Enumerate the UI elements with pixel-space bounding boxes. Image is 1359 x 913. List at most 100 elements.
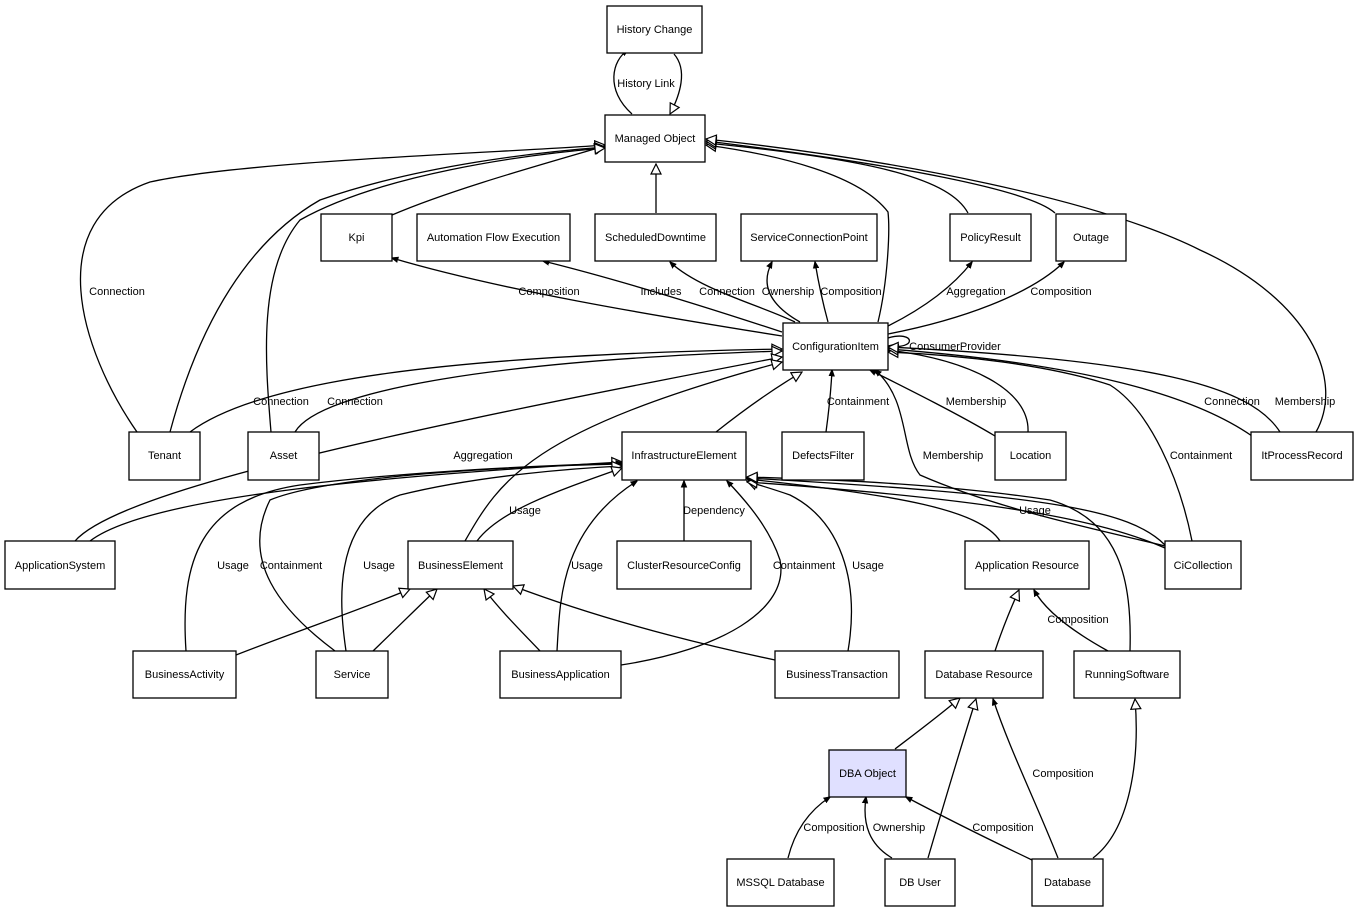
node-label: PolicyResult [960, 232, 1021, 244]
edge-service-be [372, 589, 437, 652]
edge-ci-policy-result-aggregation [887, 262, 972, 327]
node-label: MSSQL Database [736, 877, 824, 889]
edge-label-membership: Membership [1275, 396, 1336, 408]
node-label: ServiceConnectionPoint [750, 232, 867, 244]
edge-ci-collection-ci-membership [875, 370, 1166, 547]
edge-label-membership: Membership [946, 396, 1007, 408]
edge-business-element-ie-usage [476, 468, 622, 542]
node-label: DBA Object [839, 768, 896, 780]
node-policy-result[interactable]: PolicyResult [949, 213, 1032, 262]
edge-asset-to-managed-object [265, 148, 605, 433]
edge-location-ci [888, 350, 1029, 433]
node-business-application[interactable]: BusinessApplication [499, 650, 622, 699]
edge-business-transaction-ie-usage [747, 481, 852, 652]
edge-business-application-ie-containment [620, 481, 782, 666]
node-application-system[interactable]: ApplicationSystem [4, 540, 116, 590]
edge-service-ie-containment [259, 464, 622, 652]
node-label: Database Resource [935, 669, 1032, 681]
node-application-resource[interactable]: Application Resource [964, 540, 1090, 590]
edge-label-containment: Containment [260, 560, 322, 572]
edge-it-process-record-to-managed-object [706, 139, 1327, 433]
edge-label-includes: Includes [641, 286, 682, 298]
edge-tenant-to-managed-object-connection [79, 145, 605, 433]
node-db-user[interactable]: DB User [884, 858, 956, 907]
edge-label-history-link: History Link [617, 78, 675, 90]
node-label: Kpi [349, 232, 365, 244]
node-managed-object[interactable]: Managed Object [604, 114, 706, 163]
node-history-change[interactable]: History Change [606, 5, 703, 54]
edge-label-ownership: Ownership [762, 286, 815, 298]
node-configuration-item[interactable]: ConfigurationItem [782, 322, 889, 371]
edge-mssql-dba-composition [787, 797, 830, 859]
node-defects-filter[interactable]: DefectsFilter [781, 431, 865, 481]
edge-label-composition: Composition [803, 822, 864, 834]
node-label: Service [334, 669, 371, 681]
edge-label-connection: Connection [699, 286, 755, 298]
node-location[interactable]: Location [994, 431, 1067, 481]
edge-ci-to-managed-object [706, 145, 890, 323]
node-label: DB User [899, 877, 941, 889]
edge-asset-ci-connection [294, 351, 782, 433]
edge-ci-scp-composition [815, 262, 829, 323]
node-ci-collection[interactable]: CiCollection [1164, 540, 1242, 590]
node-it-process-record[interactable]: ItProcessRecord [1250, 431, 1354, 481]
edge-application-system-ie [89, 462, 622, 542]
edge-label-connection: Connection [89, 286, 145, 298]
edge-ci-outage-composition [887, 262, 1064, 335]
edge-db-user-database-resource [927, 699, 976, 859]
edge-it-process-record-ci-membership [888, 347, 1281, 433]
edge-label-usage: Usage [363, 560, 395, 572]
edge-running-software-application-resource-composition [1034, 590, 1109, 652]
node-business-element[interactable]: BusinessElement [407, 540, 514, 590]
node-label: ScheduledDowntime [605, 232, 706, 244]
edge-ci-collection-ie [747, 478, 1166, 546]
node-tenant[interactable]: Tenant [128, 431, 201, 481]
node-database[interactable]: Database [1031, 858, 1104, 907]
edge-label-composition: Composition [518, 286, 579, 298]
node-asset[interactable]: Asset [247, 431, 320, 481]
node-label: ClusterResourceConfig [627, 560, 741, 572]
edge-label-composition: Composition [972, 822, 1033, 834]
edge-label-connection: Connection [253, 396, 309, 408]
edge-infrastructure-element-ci [715, 372, 802, 433]
node-label: Outage [1073, 232, 1109, 244]
edge-ci-collection-ci-containment [888, 352, 1193, 542]
edge-label-containment: Containment [827, 396, 889, 408]
edge-label-membership: Membership [923, 450, 984, 462]
node-business-activity[interactable]: BusinessActivity [132, 650, 237, 699]
node-scheduled-downtime[interactable]: ScheduledDowntime [594, 213, 717, 262]
node-label: DefectsFilter [792, 450, 854, 462]
edge-tenant-ci-connection [189, 349, 782, 433]
edge-ci-collection-ie-usage [747, 482, 1166, 549]
node-kpi[interactable]: Kpi [320, 213, 393, 262]
edge-label-aggregation: Aggregation [453, 450, 512, 462]
edge-business-transaction-be [513, 586, 776, 661]
edges [74, 50, 1327, 861]
edge-tenant-to-managed-object [169, 147, 605, 433]
node-service[interactable]: Service [315, 650, 389, 699]
edge-label-usage: Usage [571, 560, 603, 572]
node-label: BusinessElement [418, 560, 503, 572]
node-label: Asset [270, 450, 298, 462]
node-label: Tenant [148, 450, 181, 462]
edge-ci-scheduled-downtime-connection [670, 262, 796, 323]
node-cluster-resource-config[interactable]: ClusterResourceConfig [616, 540, 752, 590]
node-business-transaction[interactable]: BusinessTransaction [774, 650, 900, 699]
node-label: RunningSoftware [1085, 669, 1169, 681]
edge-label-usage: Usage [217, 560, 249, 572]
node-infrastructure-element[interactable]: InfrastructureElement [621, 431, 747, 481]
node-label: ConfigurationItem [792, 341, 879, 353]
node-automation-flow-execution[interactable]: Automation Flow Execution [416, 213, 571, 262]
edge-defects-filter-ci-containment [825, 370, 832, 433]
edge-label-usage: Usage [852, 560, 884, 572]
node-dba-object[interactable]: DBA Object [828, 749, 907, 798]
node-database-resource[interactable]: Database Resource [924, 650, 1044, 699]
node-mssql-database[interactable]: MSSQL Database [726, 858, 835, 907]
node-outage[interactable]: Outage [1055, 213, 1127, 262]
node-service-connection-point[interactable]: ServiceConnectionPoint [740, 213, 878, 262]
node-label: Application Resource [975, 560, 1079, 572]
edge-label-composition: Composition [820, 286, 881, 298]
edge-business-activity-ie-usage [184, 463, 622, 652]
node-running-software[interactable]: RunningSoftware [1073, 650, 1181, 699]
